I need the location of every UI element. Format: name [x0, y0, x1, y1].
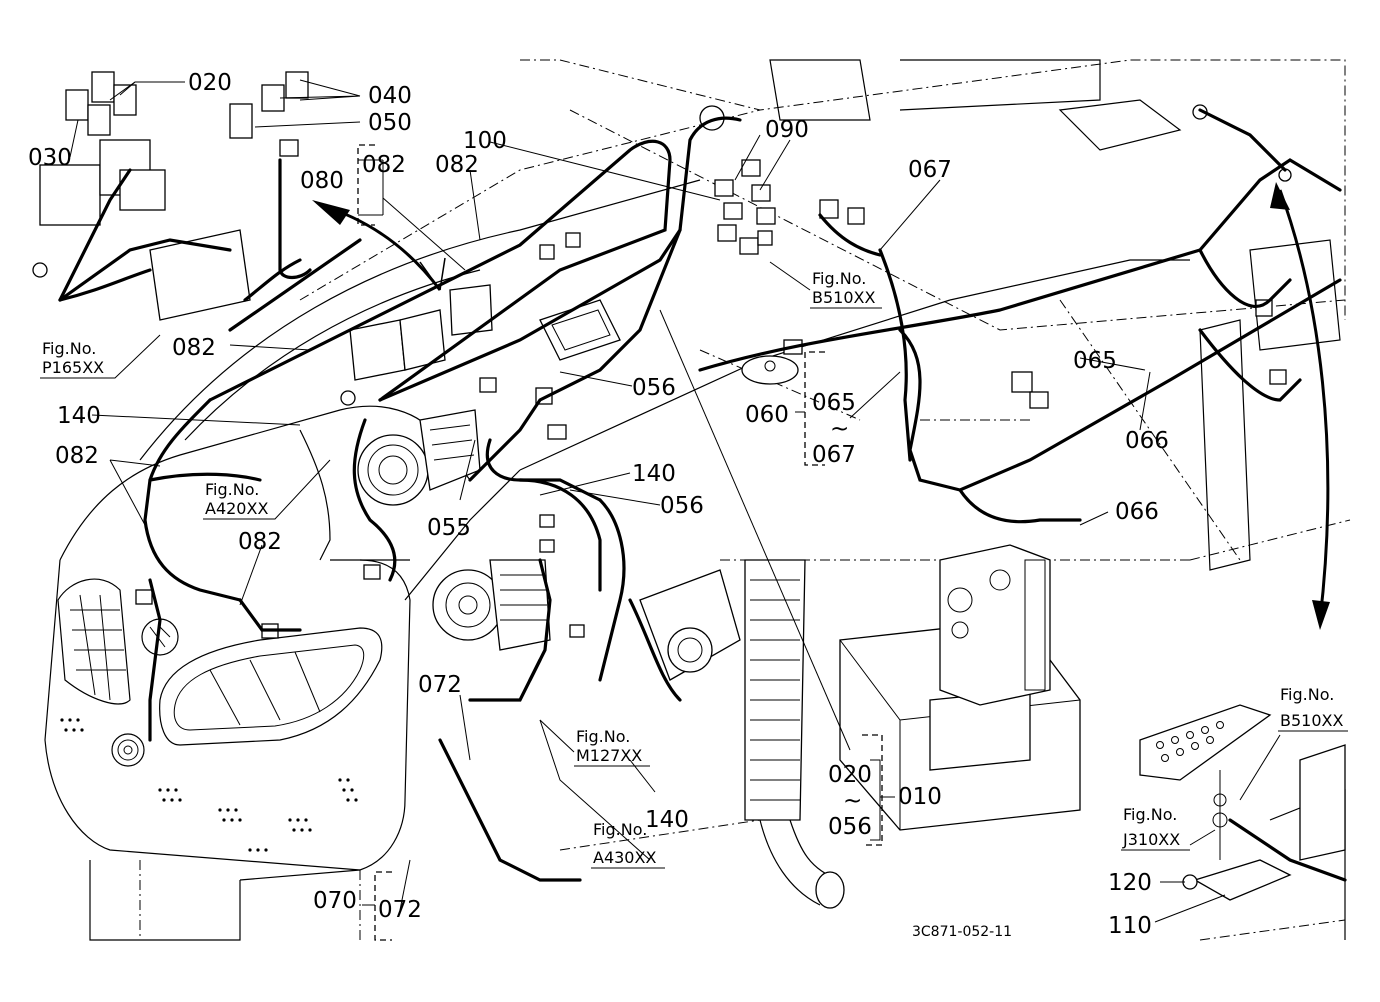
callout-060: 060: [745, 402, 789, 428]
callout-067: 067: [812, 442, 856, 468]
callout-110: 110: [1108, 913, 1152, 939]
callout-067: 067: [908, 157, 952, 183]
callout-140: 140: [632, 461, 676, 487]
callout-030: 030: [28, 145, 72, 171]
svg-text:Fig.No.: Fig.No.: [593, 820, 647, 839]
callout-100: 100: [463, 128, 507, 154]
callout-055: 055: [427, 515, 471, 541]
callout-080: 080: [300, 168, 344, 194]
callout-040: 040: [368, 83, 412, 109]
callout-056: 056: [660, 493, 704, 519]
callout-082: 082: [55, 443, 99, 469]
fig-ref-m127xx: Fig.No. M127XX: [539, 719, 650, 767]
svg-text:J310XX: J310XX: [1122, 830, 1180, 849]
callout-010: 010: [898, 784, 942, 810]
drawing-code: 3C871-052-11: [912, 924, 1012, 940]
fig-ref-j310xx: Fig.No. J310XX: [1121, 805, 1190, 851]
callout-020: 020: [188, 70, 232, 96]
callout-050: 050: [368, 110, 412, 136]
svg-text:Fig.No.: Fig.No.: [1123, 805, 1177, 824]
svg-text:Fig.No.: Fig.No.: [42, 339, 96, 358]
svg-text:A430XX: A430XX: [593, 848, 656, 867]
callout-tilde: ~: [830, 416, 849, 442]
svg-text:Fig.No.: Fig.No.: [205, 480, 259, 499]
fig-ref-a430xx: Fig.No. A430XX: [591, 820, 665, 869]
wire-harness: [58, 108, 1347, 882]
callout-082: 082: [435, 152, 479, 178]
callout-066: 066: [1125, 428, 1169, 454]
direction-arrows: [312, 182, 1330, 630]
callout-072: 072: [378, 897, 422, 923]
callout-labels: 020 030 040 050 080 082 082 100 090 067 …: [28, 70, 1169, 939]
callout-065: 065: [812, 390, 856, 416]
callout-140: 140: [57, 403, 101, 429]
callout-020: 020: [828, 762, 872, 788]
callout-056: 056: [632, 375, 676, 401]
callout-082: 082: [238, 529, 282, 555]
svg-text:B510XX: B510XX: [1280, 711, 1343, 730]
callout-090: 090: [765, 117, 809, 143]
svg-text:Fig.No.: Fig.No.: [1280, 685, 1334, 704]
svg-text:A420XX: A420XX: [205, 499, 268, 518]
engine-components: [149, 59, 1346, 940]
callout-082: 082: [172, 335, 216, 361]
figure-references: Fig.No. P165XX Fig.No. A420XX Fig.No. B5…: [40, 261, 1348, 869]
svg-text:Fig.No.: Fig.No.: [812, 269, 866, 288]
callout-tilde: ~: [843, 788, 862, 814]
callout-082: 082: [362, 152, 406, 178]
callout-140: 140: [645, 807, 689, 833]
callout-066: 066: [1115, 499, 1159, 525]
callout-120: 120: [1108, 870, 1152, 896]
leader-lines: [69, 79, 1281, 923]
callout-070: 070: [313, 888, 357, 914]
vent-dots: [60, 718, 358, 852]
fig-ref-b510xx-top: Fig.No. B510XX: [769, 261, 882, 309]
svg-text:M127XX: M127XX: [576, 746, 642, 765]
svg-text:Fig.No.: Fig.No.: [576, 727, 630, 746]
fig-ref-b510xx-right: Fig.No. B510XX: [1278, 685, 1348, 732]
callout-056: 056: [828, 814, 872, 840]
group-brackets: [357, 144, 883, 941]
fig-ref-p165xx: Fig.No. P165XX: [40, 334, 161, 379]
svg-text:P165XX: P165XX: [42, 358, 104, 377]
callout-072: 072: [418, 672, 462, 698]
svg-text:B510XX: B510XX: [812, 288, 875, 307]
callout-065: 065: [1073, 348, 1117, 374]
fig-ref-a420xx: Fig.No. A420XX: [203, 459, 331, 520]
